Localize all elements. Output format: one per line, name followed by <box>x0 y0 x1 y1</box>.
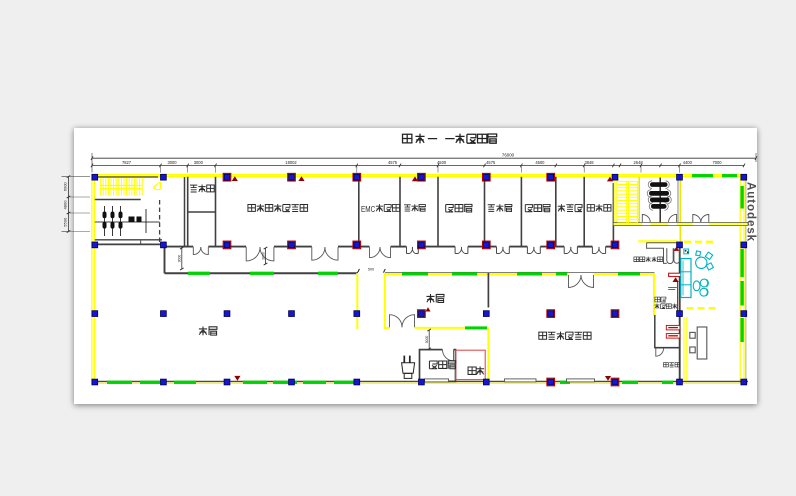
svg-text:3000: 3000 <box>194 160 204 165</box>
svg-text:4500: 4500 <box>535 160 545 165</box>
svg-text:4500: 4500 <box>437 160 447 165</box>
svg-text:3000: 3000 <box>261 252 265 260</box>
svg-text:500: 500 <box>368 267 374 271</box>
svg-text:76000: 76000 <box>502 152 515 157</box>
svg-text:2648: 2648 <box>634 160 644 165</box>
svg-text:EMC: EMC <box>361 204 375 214</box>
svg-text:Autodesk: Autodesk <box>745 182 758 242</box>
svg-text:18002: 18002 <box>285 160 297 165</box>
svg-text:4575: 4575 <box>388 160 398 165</box>
svg-text:6000: 6000 <box>63 182 68 192</box>
svg-text:3000: 3000 <box>178 255 182 263</box>
svg-text:3848: 3848 <box>584 160 594 165</box>
svg-text:4800: 4800 <box>63 200 68 210</box>
svg-text:5500: 5500 <box>63 217 68 227</box>
svg-text:7000: 7000 <box>712 160 722 165</box>
svg-text:7827: 7827 <box>122 160 132 165</box>
svg-text:3000: 3000 <box>425 336 429 344</box>
svg-text:4575: 4575 <box>486 160 496 165</box>
svg-text:3000: 3000 <box>167 160 177 165</box>
svg-text:4400: 4400 <box>683 160 693 165</box>
